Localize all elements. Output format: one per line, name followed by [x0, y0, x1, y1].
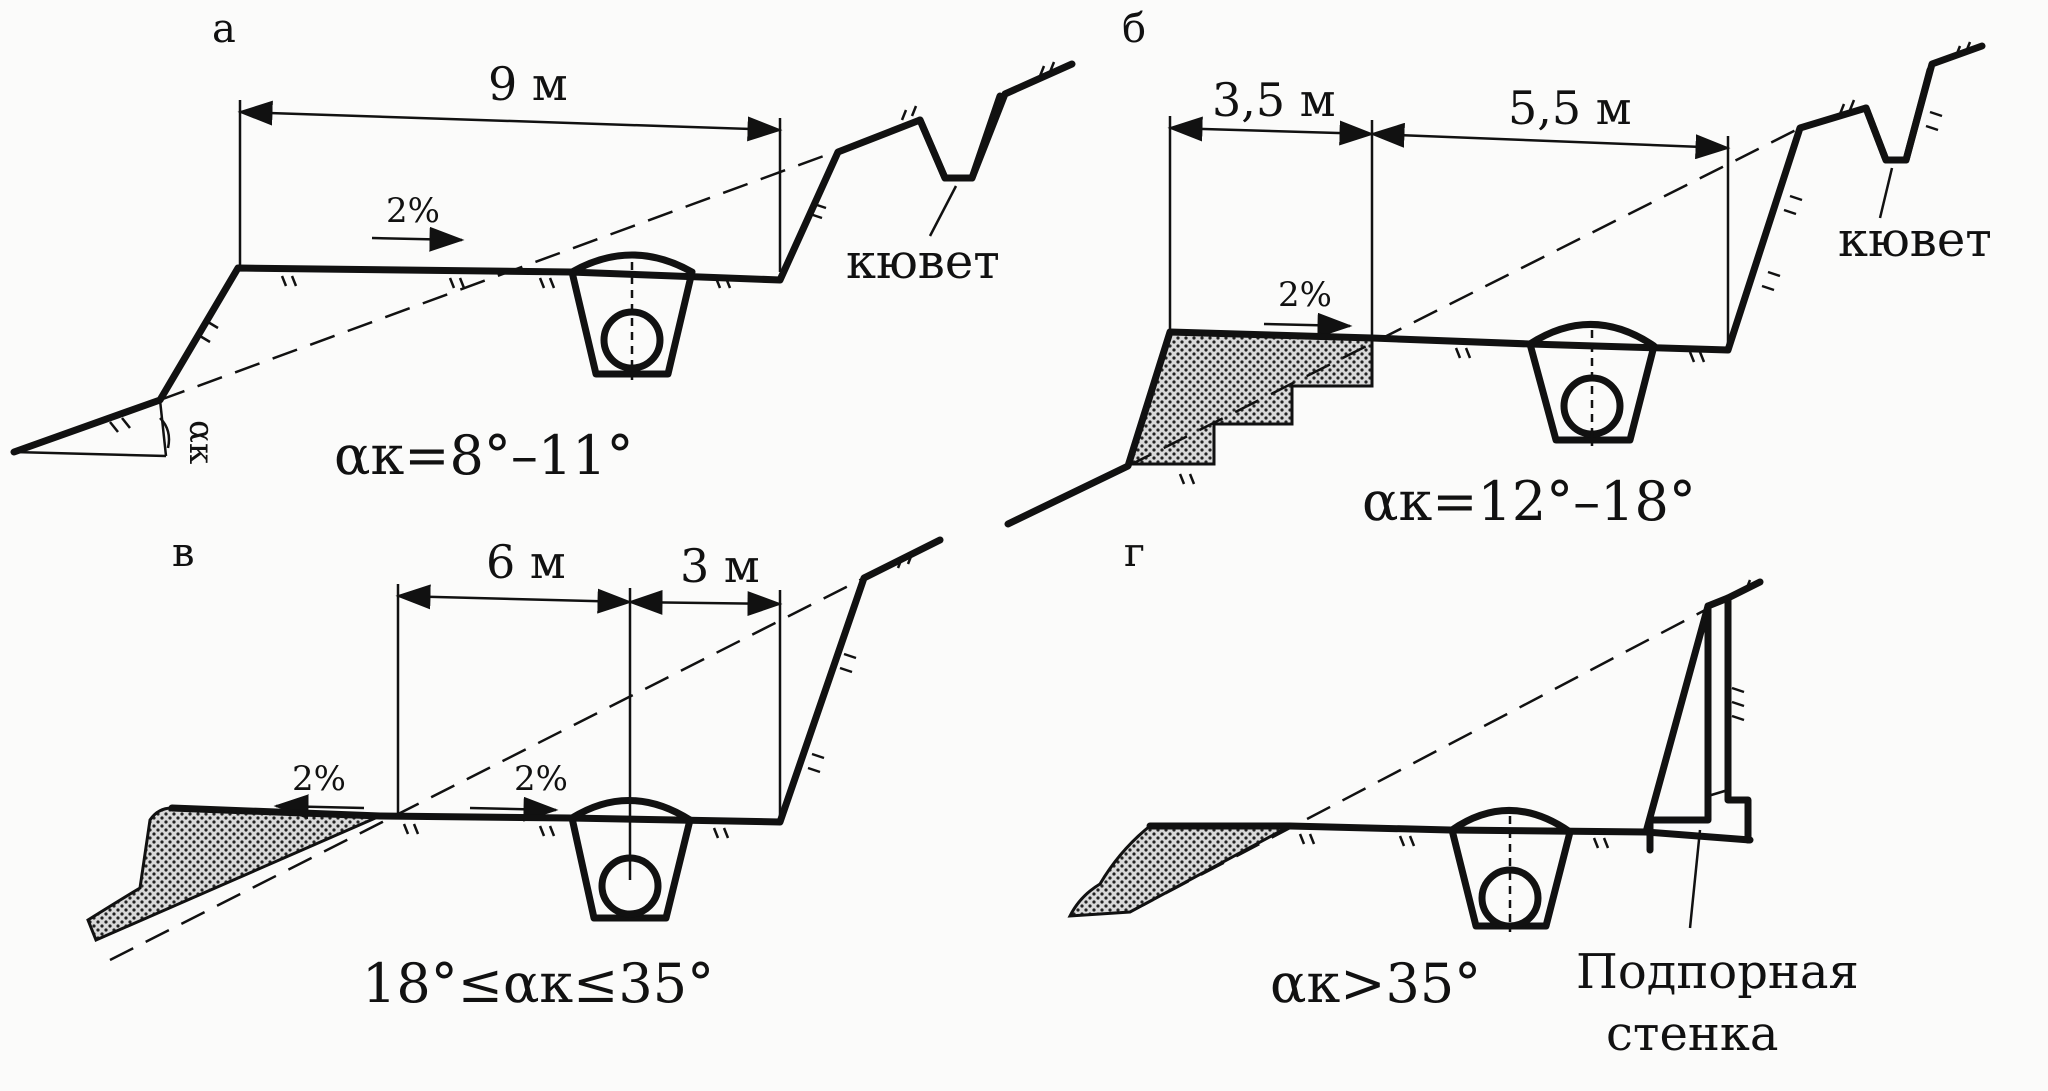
- panel-a: а 9 м 2% αк: [10, 6, 1076, 487]
- retaining-wall-stem: [1646, 602, 1712, 824]
- panel-a-angle-label: αк: [181, 420, 221, 464]
- panel-a-tunnel: [568, 251, 696, 378]
- panel-v-letter: в: [172, 530, 195, 576]
- panel-b-ditch-leader: [1878, 167, 1894, 219]
- panel-b-ditch: [1862, 66, 1934, 164]
- panel-a-ditch-leader: [928, 185, 958, 237]
- panel-b-formula: αк=12°–18°: [1362, 470, 1696, 533]
- retaining-wall-face: [1642, 578, 1764, 836]
- panel-a-angle-arc: [159, 417, 171, 449]
- panel-b-natural-slope: [1127, 126, 1801, 468]
- panel-g-fill: [1067, 824, 1291, 918]
- panel-b-dimension-line-left: [1167, 116, 1375, 146]
- panel-b-dimension-left-label: 3,5 м: [1212, 73, 1336, 127]
- panel-b-grade-label: 2%: [1278, 275, 1332, 315]
- panel-v-pipe: [598, 854, 662, 918]
- panel-g-formula: αк>35°: [1270, 952, 1481, 1015]
- panel-b-fill: [1125, 330, 1374, 466]
- panel-b-tunnel: [1526, 321, 1658, 444]
- panel-v-grade-right-label: 2%: [514, 759, 568, 799]
- retaining-wall-joint: [1707, 788, 1729, 798]
- panel-a-hatch-ticks: [109, 61, 1056, 433]
- panel-g: г: [1067, 530, 1859, 1062]
- panel-b-ditch-label: кювет: [1838, 212, 1992, 268]
- retaining-wall: [1642, 578, 1764, 854]
- panel-a-horizontal: [13, 450, 167, 458]
- panel-g-pipe: [1478, 866, 1542, 930]
- panel-v-dimension-line-right: [627, 589, 783, 617]
- panel-a-formula: αк=8°–11°: [334, 424, 634, 487]
- panel-v-grade-left-arrow: [273, 794, 365, 820]
- panel-a-natural-slope: [159, 148, 841, 402]
- panel-a-dimension-label: 9 м: [488, 57, 568, 111]
- panel-v-dimension-right-label: 3 м: [680, 539, 760, 593]
- panel-v-fill: [86, 806, 381, 942]
- panel-v: в 6 м 3 м 2% 2%: [86, 530, 944, 1015]
- panel-b-letter: б: [1122, 6, 1146, 52]
- panel-b: б 3,5 м 5,5 м 2%: [1004, 6, 1992, 533]
- panel-v-natural-slope: [109, 576, 865, 962]
- panel-v-grade-left-label: 2%: [292, 759, 346, 799]
- panel-a-ditch: [916, 92, 1004, 182]
- panel-a-letter: а: [212, 6, 236, 52]
- panel-b-hatch-ticks: [1178, 41, 1972, 485]
- panel-v-grade-right-arrow: [469, 796, 559, 822]
- panel-v-tunnel: [568, 797, 694, 922]
- panel-b-dimension-line-right: [1369, 122, 1731, 160]
- panel-a-vertical: [158, 399, 168, 457]
- panel-g-natural-slope: [1129, 596, 1729, 914]
- retaining-wall-leader: [1688, 829, 1702, 929]
- panel-b-grade-arrow: [1263, 312, 1353, 338]
- retaining-wall-back: [1724, 594, 1752, 844]
- panel-v-ground-profile: [168, 536, 944, 826]
- panel-g-tunnel: [1448, 807, 1574, 930]
- panel-v-formula: 18°≤αк≤35°: [362, 952, 714, 1015]
- panel-v-dimension-line-left: [395, 584, 633, 614]
- panel-a-ditch-label: кювет: [846, 234, 1000, 290]
- panel-g-letter: г: [1124, 530, 1145, 576]
- panel-a-dimension-line: [237, 100, 783, 142]
- panel-v-hatch-ticks: [402, 553, 914, 839]
- retaining-wall-label-line2: стенка: [1606, 1006, 1778, 1062]
- panel-a-grade-arrow: [371, 226, 465, 252]
- panel-b-dimension-right-label: 5,5 м: [1508, 81, 1632, 135]
- retaining-wall-label-line1: Подпорная: [1576, 944, 1859, 1000]
- panel-a-grade-label: 2%: [386, 191, 440, 231]
- panel-g-hatch-ticks: [1298, 579, 1752, 849]
- panel-v-dimension-left-label: 6 м: [486, 535, 566, 589]
